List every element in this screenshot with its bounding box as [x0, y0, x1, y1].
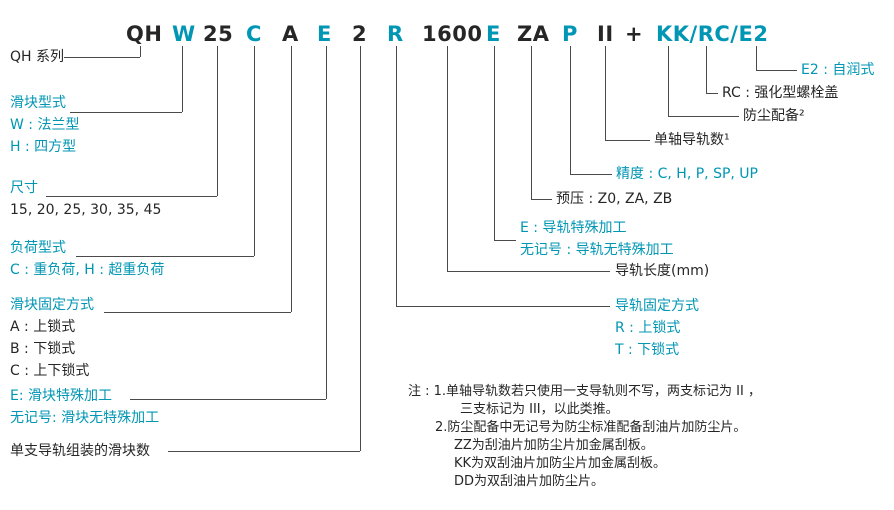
leader-block-special-h — [130, 399, 326, 400]
code-segment-rail-fixing: R — [387, 22, 404, 46]
label-line: B : 下锁式 — [10, 341, 76, 357]
label-line: 滑块固定方式 — [10, 297, 94, 313]
code-segment-series: QH — [126, 22, 163, 46]
label-rail-count: 单轴导轨数¹ — [654, 132, 730, 154]
label-line: R : 上锁式 — [615, 320, 681, 336]
note-line: KK为双刮油片加防尘片加金属刮板。 — [454, 456, 667, 471]
label-line: 导轨长度(mm) — [615, 263, 710, 279]
leader-accuracy-v — [570, 46, 571, 174]
leader-bolt-cap-v — [706, 46, 707, 93]
code-segment-block-count: 2 — [352, 22, 368, 46]
code-segment-load-type: C — [246, 22, 262, 46]
label-line: QH 系列 — [10, 49, 64, 65]
code-segment-rail-length: 1600 — [422, 22, 483, 46]
leader-rail-special-v — [494, 46, 495, 240]
label-dust-proof: 防尘配备² — [743, 108, 805, 130]
leader-block-count-v — [360, 46, 361, 451]
label-line: RC : 强化型螺栓盖 — [722, 85, 839, 101]
label-line: C : 上下锁式 — [10, 363, 90, 379]
leader-series-v — [140, 46, 141, 57]
note-line: 三支标记为 III，以此类推。 — [460, 402, 619, 417]
label-line: 单轴导轨数¹ — [654, 132, 730, 148]
label-line: E2 : 自润式 — [801, 62, 875, 78]
note-line: DD为双刮油片加防尘片。 — [454, 474, 605, 489]
leader-size-v — [217, 46, 218, 196]
leader-bolt-cap-h — [706, 93, 718, 94]
leader-block-fixing-h — [104, 312, 291, 313]
leader-load-type-v — [254, 46, 255, 256]
leader-dust-v — [668, 46, 669, 116]
code-segment-block-fixing: A — [282, 22, 299, 46]
label-line: T : 下锁式 — [615, 342, 680, 358]
code-segment-block-special: E — [317, 22, 332, 46]
leader-preload-v — [531, 46, 532, 199]
label-block-fixing: 滑块固定方式 A : 上锁式 B : 下锁式 C : 上下锁式 — [10, 297, 94, 385]
label-line: A : 上锁式 — [10, 319, 76, 335]
label-line: 滑块型式 — [10, 95, 66, 111]
label-line: E : 导轨特殊加工 — [520, 220, 627, 236]
code-segment-plus: + — [625, 22, 644, 46]
leader-block-type-h — [70, 112, 182, 113]
label-line: W : 法兰型 — [10, 117, 80, 133]
label-self-lube: E2 : 自润式 — [801, 62, 874, 84]
label-line: 精度 : C, H, P, SP, UP — [616, 166, 758, 182]
label-accuracy: 精度 : C, H, P, SP, UP — [616, 166, 758, 188]
leader-size-h — [46, 196, 217, 197]
label-line: 负荷型式 — [10, 240, 66, 256]
label-preload: 预压 : Z0, ZA, ZB — [556, 191, 672, 213]
leader-self-lube-h — [756, 70, 797, 71]
leader-block-special-v — [326, 46, 327, 399]
leader-rail-count-h — [605, 140, 650, 141]
label-rail-fixing: 导轨固定方式 R : 上锁式 T : 下锁式 — [615, 298, 699, 364]
label-series: QH 系列 — [10, 49, 64, 71]
note-line: 2.防尘配备中无记号为防尘标准配备刮油片加防尘片。 — [435, 420, 747, 435]
note-line: ZZ为刮油片加防尘片加金属刮板。 — [454, 438, 654, 453]
label-line: 无记号 : 导轨无特殊加工 — [520, 242, 674, 258]
label-line: E: 滑块特殊加工 — [10, 388, 113, 404]
code-segment-rail-count: II — [597, 22, 614, 46]
label-line: 尺寸 — [10, 180, 38, 196]
code-segment-rail-special: E — [486, 22, 501, 46]
note-line: 注 : 1.单轴导轨数若只使用一支导轨则不写，两支标记为 II ， — [408, 384, 761, 399]
leader-block-type-v — [182, 46, 183, 112]
label-bolt-cap: RC : 强化型螺栓盖 — [722, 85, 838, 107]
leader-dust-h — [668, 116, 739, 117]
leader-load-type-h — [76, 256, 254, 257]
leader-block-fixing-v — [291, 46, 292, 312]
label-line: 预压 : Z0, ZA, ZB — [556, 191, 673, 207]
label-load-type: 负荷型式 C : 重负荷, H : 超重负荷 — [10, 240, 164, 284]
footnotes: 注 : 1.单轴导轨数若只使用一支导轨则不写，两支标记为 II ， 三支标记为 … — [408, 383, 761, 491]
code-segment-accuracy: P — [562, 22, 578, 46]
code-segment-preload: ZA — [517, 22, 550, 46]
label-line: 无记号: 滑块无特殊加工 — [10, 410, 160, 426]
leader-rail-length-v — [447, 46, 448, 271]
leader-series-h — [64, 57, 140, 58]
label-rail-special: E : 导轨特殊加工 无记号 : 导轨无特殊加工 — [520, 220, 674, 264]
leader-rail-length-h — [447, 271, 610, 272]
label-line: 导轨固定方式 — [615, 298, 699, 314]
code-segment-size: 25 — [203, 22, 234, 46]
leader-block-count-h — [168, 451, 360, 452]
leader-self-lube-v — [756, 46, 757, 70]
label-line: H : 四方型 — [10, 139, 77, 155]
label-line: C : 重负荷, H : 超重负荷 — [10, 262, 165, 278]
leader-accuracy-h — [570, 174, 612, 175]
label-rail-length: 导轨长度(mm) — [615, 263, 709, 285]
label-block-type: 滑块型式 W : 法兰型 H : 四方型 — [10, 95, 79, 161]
label-block-count: 单支导轨组装的滑块数 — [10, 443, 150, 465]
label-line: 15, 20, 25, 30, 35, 45 — [10, 202, 162, 218]
leader-rail-fixing-h — [396, 306, 610, 307]
leader-preload-h — [531, 199, 552, 200]
leader-rail-count-v — [605, 46, 606, 140]
label-line: 单支导轨组装的滑块数 — [10, 443, 150, 459]
code-segment-block-type: W — [172, 22, 196, 46]
label-line: 防尘配备² — [743, 108, 805, 124]
leader-rail-special-h — [494, 240, 516, 241]
code-segment-options: KK/RC/E2 — [656, 22, 769, 46]
label-size: 尺寸 15, 20, 25, 30, 35, 45 — [10, 180, 161, 224]
label-block-special: E: 滑块特殊加工 无记号: 滑块无特殊加工 — [10, 388, 159, 432]
leader-rail-fixing-v — [396, 46, 397, 306]
